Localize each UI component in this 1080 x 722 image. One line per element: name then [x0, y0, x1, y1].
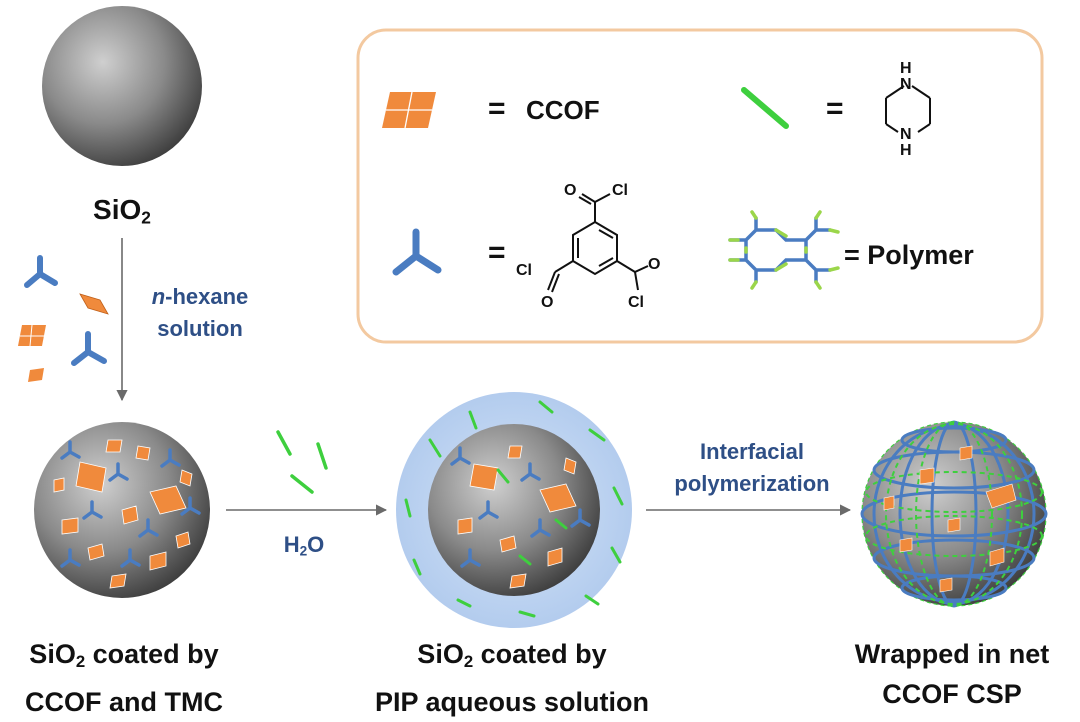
legend-pip-n-top: N [900, 76, 912, 93]
legend-polymer-icon [728, 210, 840, 290]
legend-pip-h-bottom: H [900, 142, 912, 159]
hexane-label: n-hexane solution [151, 284, 249, 341]
h2o-label: H2O [283, 532, 325, 559]
legend-pip-stick [741, 87, 789, 129]
legend-tmc-o-right: O [648, 256, 661, 273]
floating-tmc-2 [71, 331, 107, 366]
legend-tmc-eq: = [488, 236, 506, 269]
stage2-sphere [396, 392, 632, 628]
stage3-caption: Wrapped in net CCOF CSP [854, 639, 1050, 709]
floating-pip [276, 430, 328, 494]
legend-tmc-o-left: O [541, 294, 554, 311]
legend-tmc-cl-top: Cl [612, 182, 628, 199]
floating-ccof-2 [18, 324, 46, 347]
legend-tmc-cl-left: Cl [516, 262, 532, 279]
legend-ccof-eq: = [488, 92, 506, 125]
legend-tmc-o-top: O [564, 182, 577, 199]
legend-pip-eq: = [826, 92, 844, 125]
stage1-caption: SiO2 coated by CCOF and TMC [25, 639, 223, 718]
legend-polymer-label: = Polymer [844, 240, 974, 270]
legend-pip-h-top: H [900, 60, 912, 77]
floating-ccof-1 [79, 293, 109, 315]
sio2-sphere [42, 6, 202, 166]
legend-ccof-icon [382, 91, 436, 129]
floating-tmc-1 [24, 255, 58, 288]
floating-ccof-3 [28, 368, 44, 382]
stage3-sphere [860, 420, 1048, 608]
stage1-sphere [34, 422, 210, 598]
legend-pip-n-bottom: N [900, 126, 912, 143]
sio2-label: SiO2 [93, 194, 151, 228]
stage2-caption: SiO2 coated by PIP aqueous solution [374, 639, 650, 718]
legend-tmc-icon [392, 228, 442, 276]
legend-tmc-cl-right: Cl [628, 294, 644, 311]
legend-tmc-structure [547, 193, 649, 293]
interfacial-label: Interfacial polymerization [674, 439, 830, 496]
legend-ccof-label: CCOF [526, 95, 600, 125]
legend-piperazine-structure [885, 85, 931, 133]
legend-box [356, 28, 1044, 344]
